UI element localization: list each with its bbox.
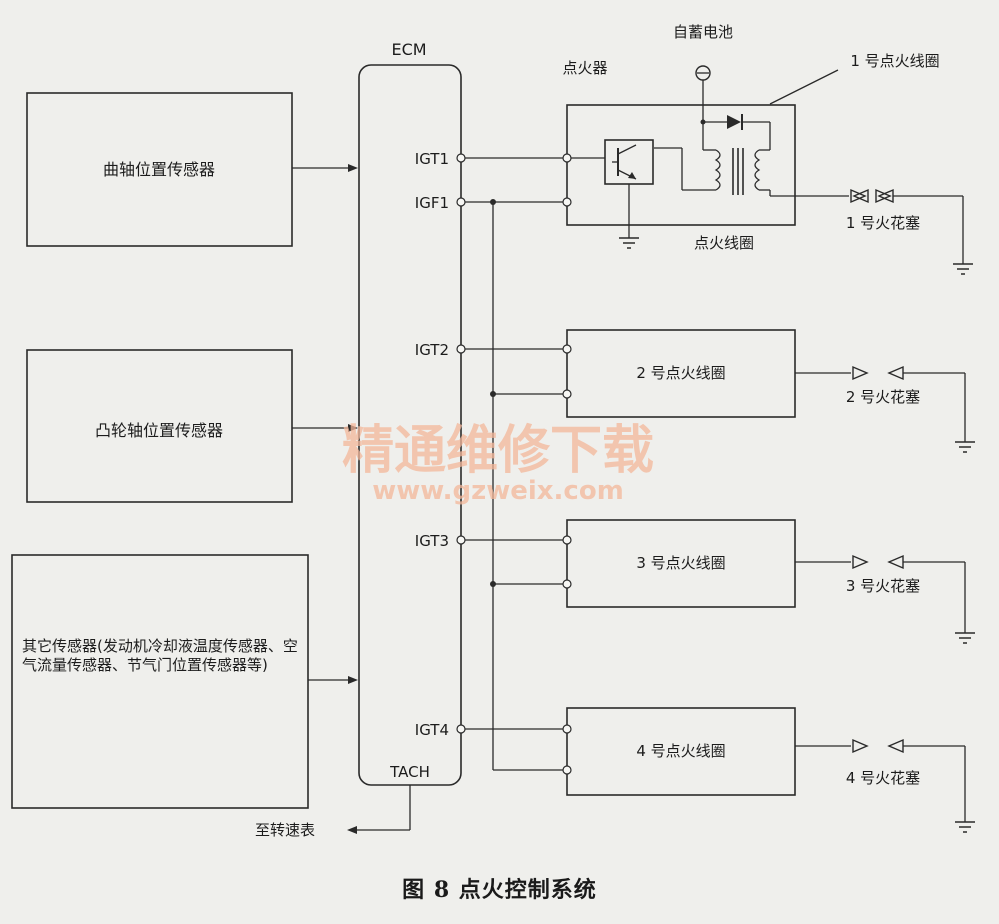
plug-3-label: 3 号火花塞 (846, 577, 920, 595)
crank-sensor-box (26, 92, 293, 247)
watermark-url: www.gzweix.com (372, 476, 624, 506)
tach-output-label: 至转速表 (255, 821, 315, 839)
spark-plug-4-icon (795, 738, 975, 833)
spark-plug-2-icon (795, 365, 975, 453)
coil4-box (566, 707, 796, 796)
battery-icon (695, 65, 711, 122)
plug-4-label: 4 号火花塞 (846, 769, 920, 787)
coil3-box (566, 519, 796, 608)
coil2-terminals (562, 344, 572, 399)
igt-wires (465, 157, 563, 730)
tach-wire (347, 785, 411, 834)
transformer-icon (654, 122, 849, 197)
coil3-terminals (562, 535, 572, 589)
pin-tach: TACH (389, 763, 430, 781)
coil1-igniter-box (566, 104, 796, 226)
igniter-label: 点火器 (562, 59, 607, 77)
transistor-icon (571, 139, 654, 238)
cam-sensor-label: 凸轮轴位置传感器 (95, 421, 223, 440)
coil3-label: 3 号点火线圈 (636, 554, 725, 572)
coil2-label: 2 号点火线圈 (636, 364, 725, 382)
pin-igf1: IGF1 (415, 194, 449, 212)
plug-1-label: 1 号火花塞 (846, 214, 920, 232)
pin-igt3: IGT3 (415, 532, 449, 550)
pin-igt2: IGT2 (415, 341, 449, 359)
coil-label: 点火线圈 (694, 234, 754, 252)
cam-sensor-box (26, 349, 293, 503)
other-sensors-label: 其它传感器(发动机冷却液温度传感器、空气流量传感器、节气门位置传感器等) (22, 637, 298, 674)
coil1-callout-leader (769, 69, 839, 105)
spark-plug-3-icon (795, 554, 975, 644)
pin-igt4: IGT4 (415, 721, 449, 739)
plug-2-label: 2 号火花塞 (846, 388, 920, 406)
coil1-terminals (562, 153, 572, 207)
sensor-arrows (292, 164, 358, 684)
pin-igt1: IGT1 (415, 150, 449, 168)
coil4-label: 4 号点火线圈 (636, 742, 725, 760)
battery-label: 自蓄电池 (673, 23, 733, 41)
ecm-pin-terminals (456, 153, 466, 734)
coil4-terminals (562, 724, 572, 775)
crank-sensor-label: 曲轴位置传感器 (103, 160, 215, 179)
spark-plug-1-icon (850, 188, 973, 275)
igf-bus (465, 199, 563, 771)
watermark-title: 精通维修下载 (342, 421, 654, 481)
other-sensors-box (11, 554, 309, 809)
diode-icon (700, 114, 771, 150)
figure-caption: 图 8 点火控制系统 (402, 877, 597, 903)
coil1-callout: 1 号点火线圈 (850, 52, 939, 70)
ecm-label: ECM (391, 40, 426, 59)
igniter-ground-icon (619, 237, 639, 249)
